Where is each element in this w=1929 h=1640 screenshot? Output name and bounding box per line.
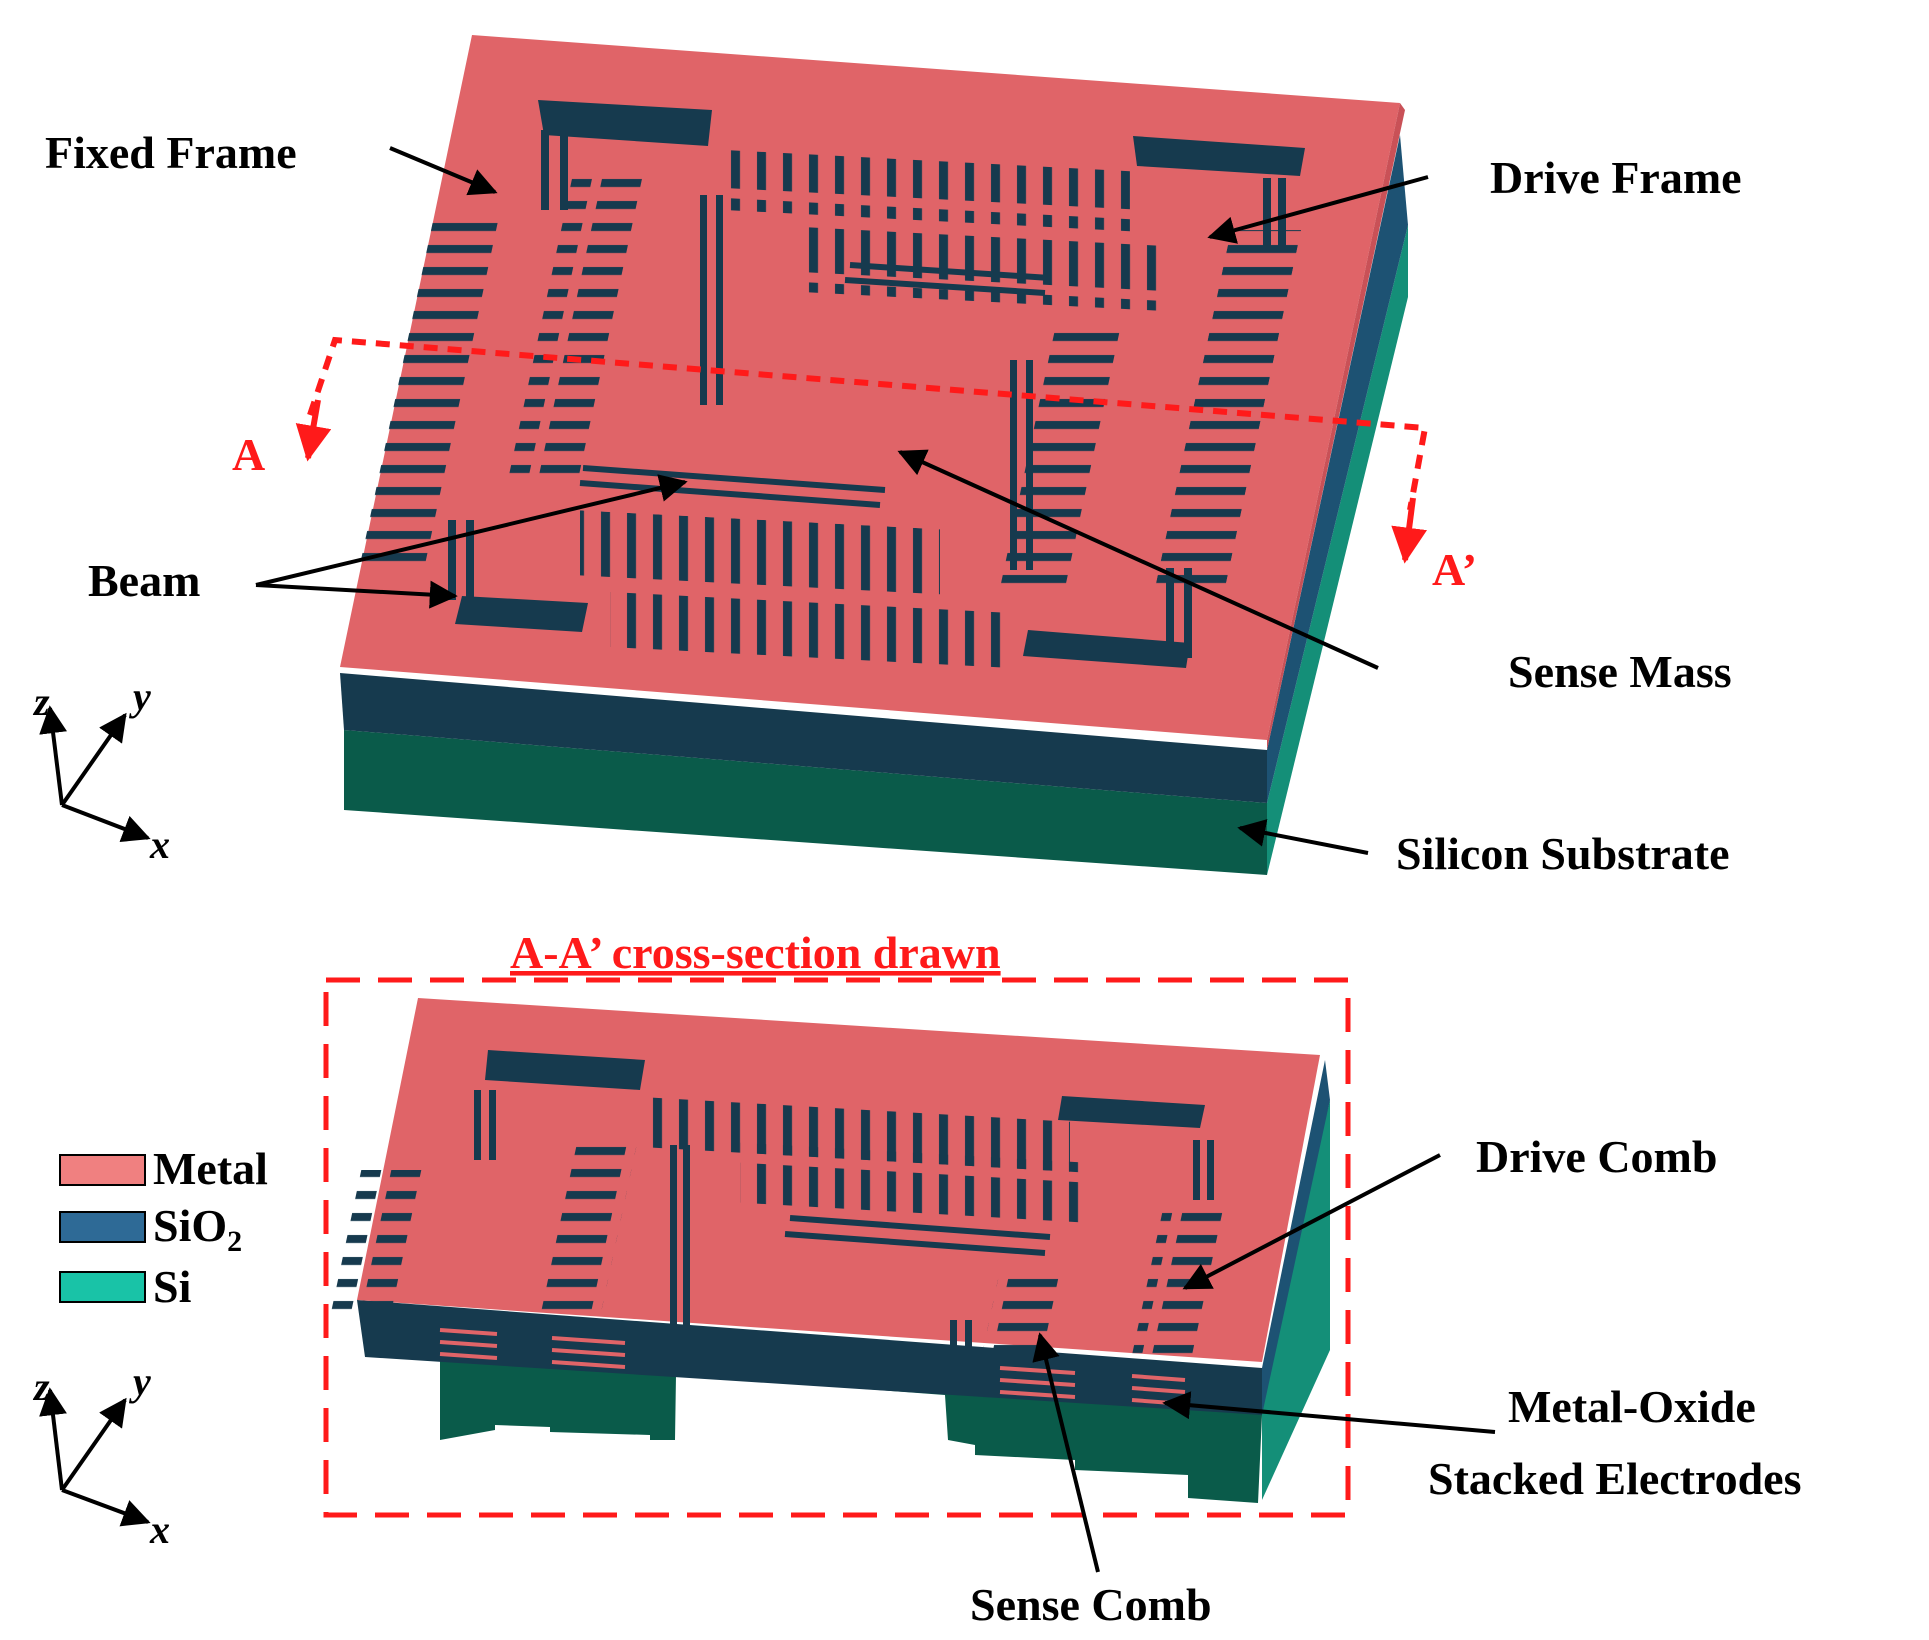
arrow-drive-comb [1182, 1153, 1441, 1290]
axis-z-bottom: z [32, 1364, 50, 1409]
arrow-sense-comb [1032, 1332, 1100, 1573]
top-comb-top [580, 149, 1160, 668]
arrow-metal-oxide [1162, 1391, 1496, 1434]
label-drive-frame: Drive Frame [1490, 152, 1742, 203]
axis-y-bottom: y [129, 1359, 151, 1404]
label-silicon-substrate: Silicon Substrate [1396, 828, 1730, 879]
legend: Metal SiO2 Si [59, 1143, 268, 1312]
cs-comb-left-1 [329, 1170, 422, 1320]
cs-comb-left-2 [539, 1140, 638, 1320]
axis-z-top: z [32, 679, 50, 724]
arrow-silicon-substrate [1237, 819, 1369, 855]
top-device [295, 35, 1429, 875]
axes-bottom [39, 1387, 151, 1527]
section-cut-line [307, 336, 1429, 511]
cs-comb-right-1 [970, 1275, 1059, 1410]
label-drive-comb: Drive Comb [1476, 1131, 1717, 1182]
arrow-drive-frame [1207, 175, 1429, 244]
top-oxide-side [1267, 135, 1408, 803]
cs-comb-right-2 [1128, 1205, 1224, 1370]
top-oxide-front [340, 673, 1267, 803]
legend-label-sio2: SiO2 [153, 1200, 242, 1258]
label-sense-mass: Sense Mass [1508, 646, 1732, 697]
legend-swatch-sio2 [59, 1211, 146, 1243]
axis-y-top: y [129, 674, 151, 719]
arrow-sense-mass [897, 449, 1379, 670]
axis-x-bottom: x [149, 1507, 170, 1552]
section-arrow-a-prime [1391, 497, 1427, 564]
label-metal-oxide-1: Metal-Oxide [1508, 1381, 1756, 1432]
legend-label-si: Si [153, 1261, 192, 1312]
cs-silicon-side [1262, 1100, 1330, 1500]
top-beams [579, 262, 1051, 508]
cs-beams [784, 1215, 1051, 1256]
cs-trenches [474, 1050, 1214, 1390]
top-metal-edge [1267, 103, 1405, 750]
cs-oxide-side [1262, 1060, 1330, 1415]
top-silicon-front [344, 730, 1267, 875]
cs-oxide-front [357, 1300, 1262, 1415]
label-beam: Beam [88, 555, 200, 606]
top-silicon-side [1267, 225, 1408, 875]
legend-label-metal: Metal [153, 1143, 268, 1194]
arrow-beam-2 [255, 580, 458, 609]
top-trenches [448, 100, 1305, 668]
label-sense-comb: Sense Comb [970, 1579, 1212, 1630]
top-comb-sides [353, 175, 1302, 590]
arrow-fixed-frame [389, 146, 498, 196]
label-section-a-prime: A’ [1432, 544, 1477, 595]
cross-section-device [329, 998, 1330, 1503]
label-metal-oxide-2: Stacked Electrodes [1428, 1453, 1802, 1504]
legend-swatch-metal [59, 1154, 146, 1186]
cross-section-title: A-A’ cross-section drawn [510, 927, 1001, 978]
label-section-a: A [232, 429, 265, 480]
label-fixed-frame: Fixed Frame [45, 127, 297, 178]
axes-top [39, 705, 151, 843]
legend-swatch-si [59, 1271, 146, 1303]
axis-x-top: x [149, 822, 170, 867]
section-arrow-a [295, 399, 332, 462]
arrow-beam-1 [255, 474, 688, 587]
cs-comb-mid-row [740, 1142, 1090, 1223]
